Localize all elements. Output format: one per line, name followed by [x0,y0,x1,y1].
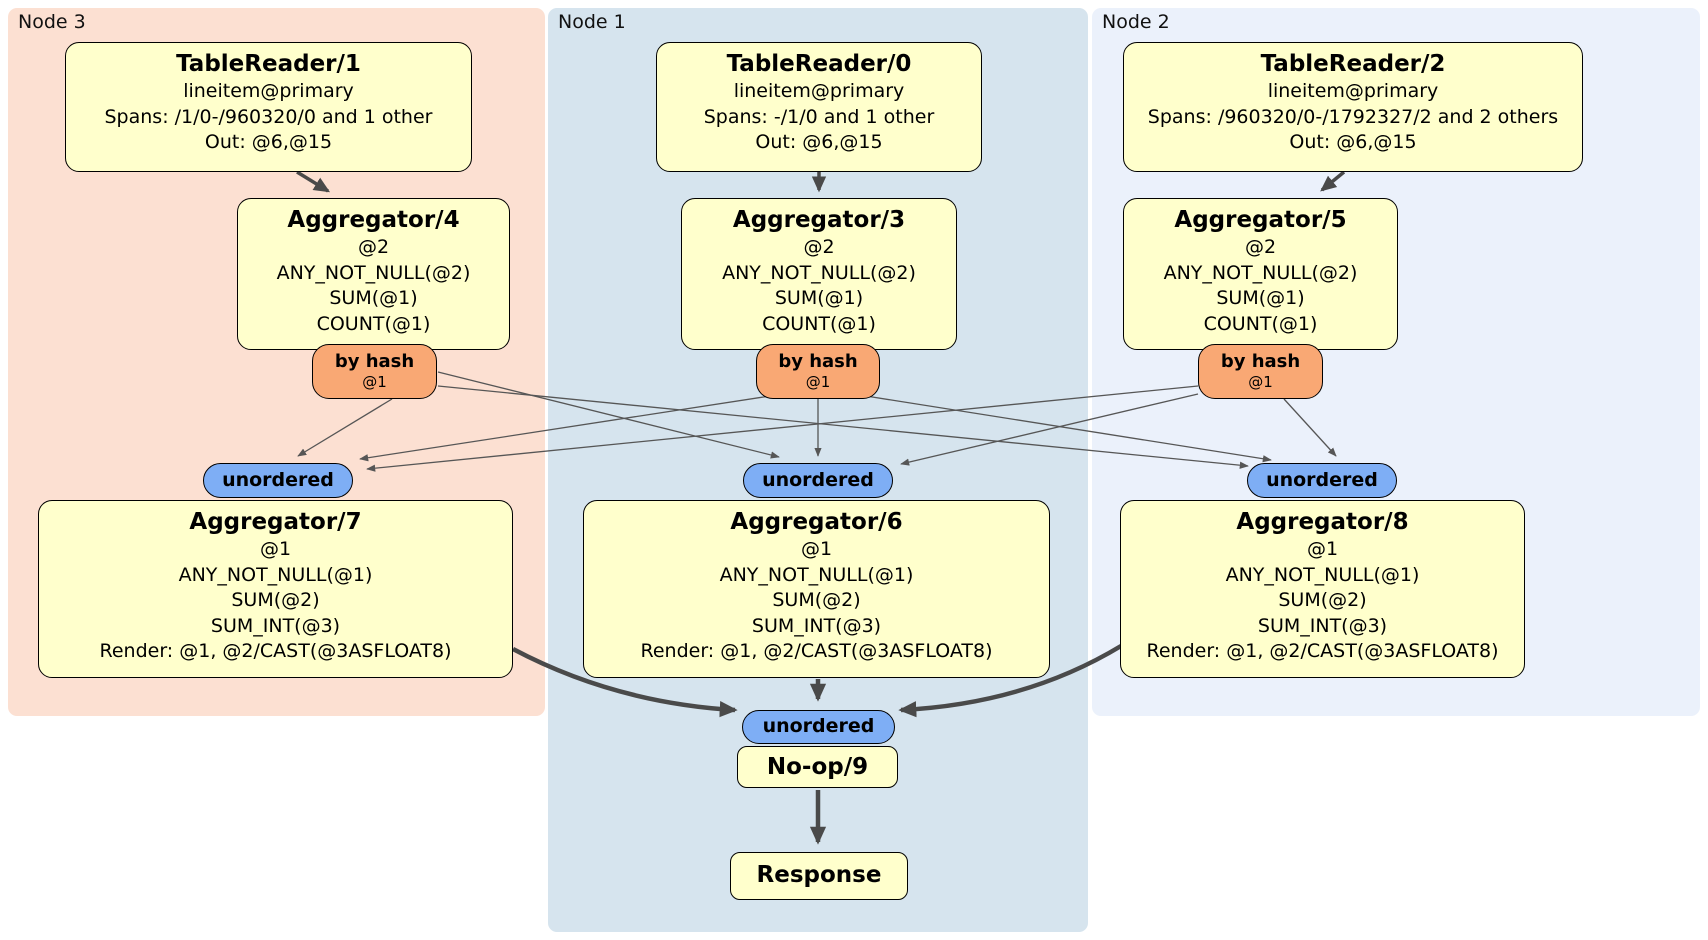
node-detail: COUNT(@1) [762,312,876,335]
node-detail: lineitem@primary [733,80,905,102]
router-by-hash-middle: by hash @1 [756,344,880,399]
node-box-tablereader-1: TableReader/1 lineitem@primary Spans: /1… [65,42,472,172]
node-detail: @2 [1244,236,1277,258]
router-by-hash-right: by hash @1 [1198,344,1323,399]
node-title: Aggregator/3 [732,207,906,233]
node-box-aggregator-6: Aggregator/6 @1 ANY_NOT_NULL(@1) SUM(@2)… [583,500,1050,678]
node-detail: Out: @6,@15 [755,131,883,153]
node-title: Aggregator/5 [1174,207,1347,233]
node-detail: SUM(@1) [329,287,418,309]
region-label-node-3: Node 3 [18,11,86,33]
node-detail: @1 [1306,538,1339,560]
edge-agg7-syncF [511,647,738,718]
node-box-aggregator-5: Aggregator/5 @2 ANY_NOT_NULL(@2) SUM(@1)… [1123,198,1398,350]
node-title: Aggregator/7 [189,509,362,535]
node-detail: SUM_INT(@3) [1257,614,1388,637]
node-detail: SUM(@2) [231,589,320,611]
edge-routerL-syncR [437,385,1249,469]
edge-tr1-agg4 [296,170,331,193]
node-detail: COUNT(@1) [1203,312,1318,335]
edge-agg8-syncF [898,644,1123,718]
node-detail: Out: @6,@15 [204,131,333,153]
node-detail: Out: @6,@15 [1289,131,1417,153]
node-detail: SUM(@2) [1278,589,1367,611]
node-box-aggregator-7: Aggregator/7 @1 ANY_NOT_NULL(@1) SUM(@2)… [38,500,513,678]
node-detail: lineitem@primary [1267,80,1439,102]
node-detail: COUNT(@1) [316,312,431,335]
node-title: TableReader/2 [1260,51,1446,77]
sync-unordered-middle: unordered [743,463,893,498]
node-detail: Render: @1, @2/CAST(@3ASFLOAT8) [1146,640,1499,662]
node-box-tablereader-2: TableReader/2 lineitem@primary Spans: /9… [1123,42,1583,172]
node-box-aggregator-3: Aggregator/3 @2 ANY_NOT_NULL(@2) SUM(@1)… [681,198,957,350]
edge-routerR-syncM [900,393,1199,466]
edge-routerL-syncM [437,371,780,459]
node-detail: Render: @1, @2/CAST(@3ASFLOAT8) [640,640,993,662]
router-by-hash-left: by hash @1 [312,344,437,399]
node-detail: @1 [800,538,833,560]
node-detail: ANY_NOT_NULL(@1) [719,563,914,586]
sync-unordered-left: unordered [203,463,353,498]
sync-unordered-right: unordered [1247,463,1397,498]
region-label-node-2: Node 2 [1102,11,1170,33]
node-box-response: Response [730,852,908,900]
router-label: by hash [1220,351,1301,372]
edge-routerR-syncL [366,385,1199,472]
region-label-node-1: Node 1 [558,11,626,33]
node-detail: Spans: /960320/0-/1792327/2 and 2 others [1147,105,1559,128]
node-detail: SUM_INT(@3) [210,614,341,637]
node-detail: ANY_NOT_NULL(@1) [1225,563,1420,586]
edge-routerR-syncR [1283,398,1337,457]
router-label: by hash [334,351,415,372]
node-detail: SUM(@1) [1216,287,1305,309]
node-detail: lineitem@primary [183,80,354,102]
node-box-tablereader-0: TableReader/0 lineitem@primary Spans: -/… [656,42,982,172]
node-detail: ANY_NOT_NULL(@2) [1163,261,1358,284]
edge-routerL-syncL [297,398,393,457]
node-detail: SUM_INT(@3) [751,614,882,637]
node-detail: ANY_NOT_NULL(@1) [178,563,373,586]
node-detail: SUM(@1) [774,287,864,309]
router-detail: @1 [805,373,831,391]
router-label: by hash [778,351,858,372]
node-title: TableReader/0 [726,51,912,77]
node-detail: Render: @1, @2/CAST(@3ASFLOAT8) [99,640,452,662]
node-detail: ANY_NOT_NULL(@2) [722,261,916,284]
node-detail: Spans: /1/0-/960320/0 and 1 other [104,105,433,128]
router-detail: @1 [1248,373,1273,391]
sync-unordered-final: unordered [742,710,895,744]
edge-routerM-syncL [359,395,771,462]
edge-routerM-syncR [865,395,1272,463]
node-detail: Spans: -/1/0 and 1 other [703,105,935,128]
node-detail: ANY_NOT_NULL(@2) [276,261,471,284]
node-detail: @1 [259,538,292,560]
node-title: Aggregator/6 [730,509,903,535]
node-box-aggregator-4: Aggregator/4 @2 ANY_NOT_NULL(@2) SUM(@1)… [237,198,510,350]
node-title: Aggregator/4 [287,207,460,233]
node-title: TableReader/1 [176,51,361,77]
node-detail: @2 [803,236,835,258]
node-detail: SUM(@2) [772,589,861,611]
edge-tr2-agg5 [1320,170,1346,192]
router-detail: @1 [362,373,387,391]
node-box-aggregator-8: Aggregator/8 @1 ANY_NOT_NULL(@1) SUM(@2)… [1120,500,1525,678]
node-detail: @2 [357,236,390,258]
node-box-noop-9: No-op/9 [737,746,898,788]
node-title: Aggregator/8 [1236,509,1409,535]
